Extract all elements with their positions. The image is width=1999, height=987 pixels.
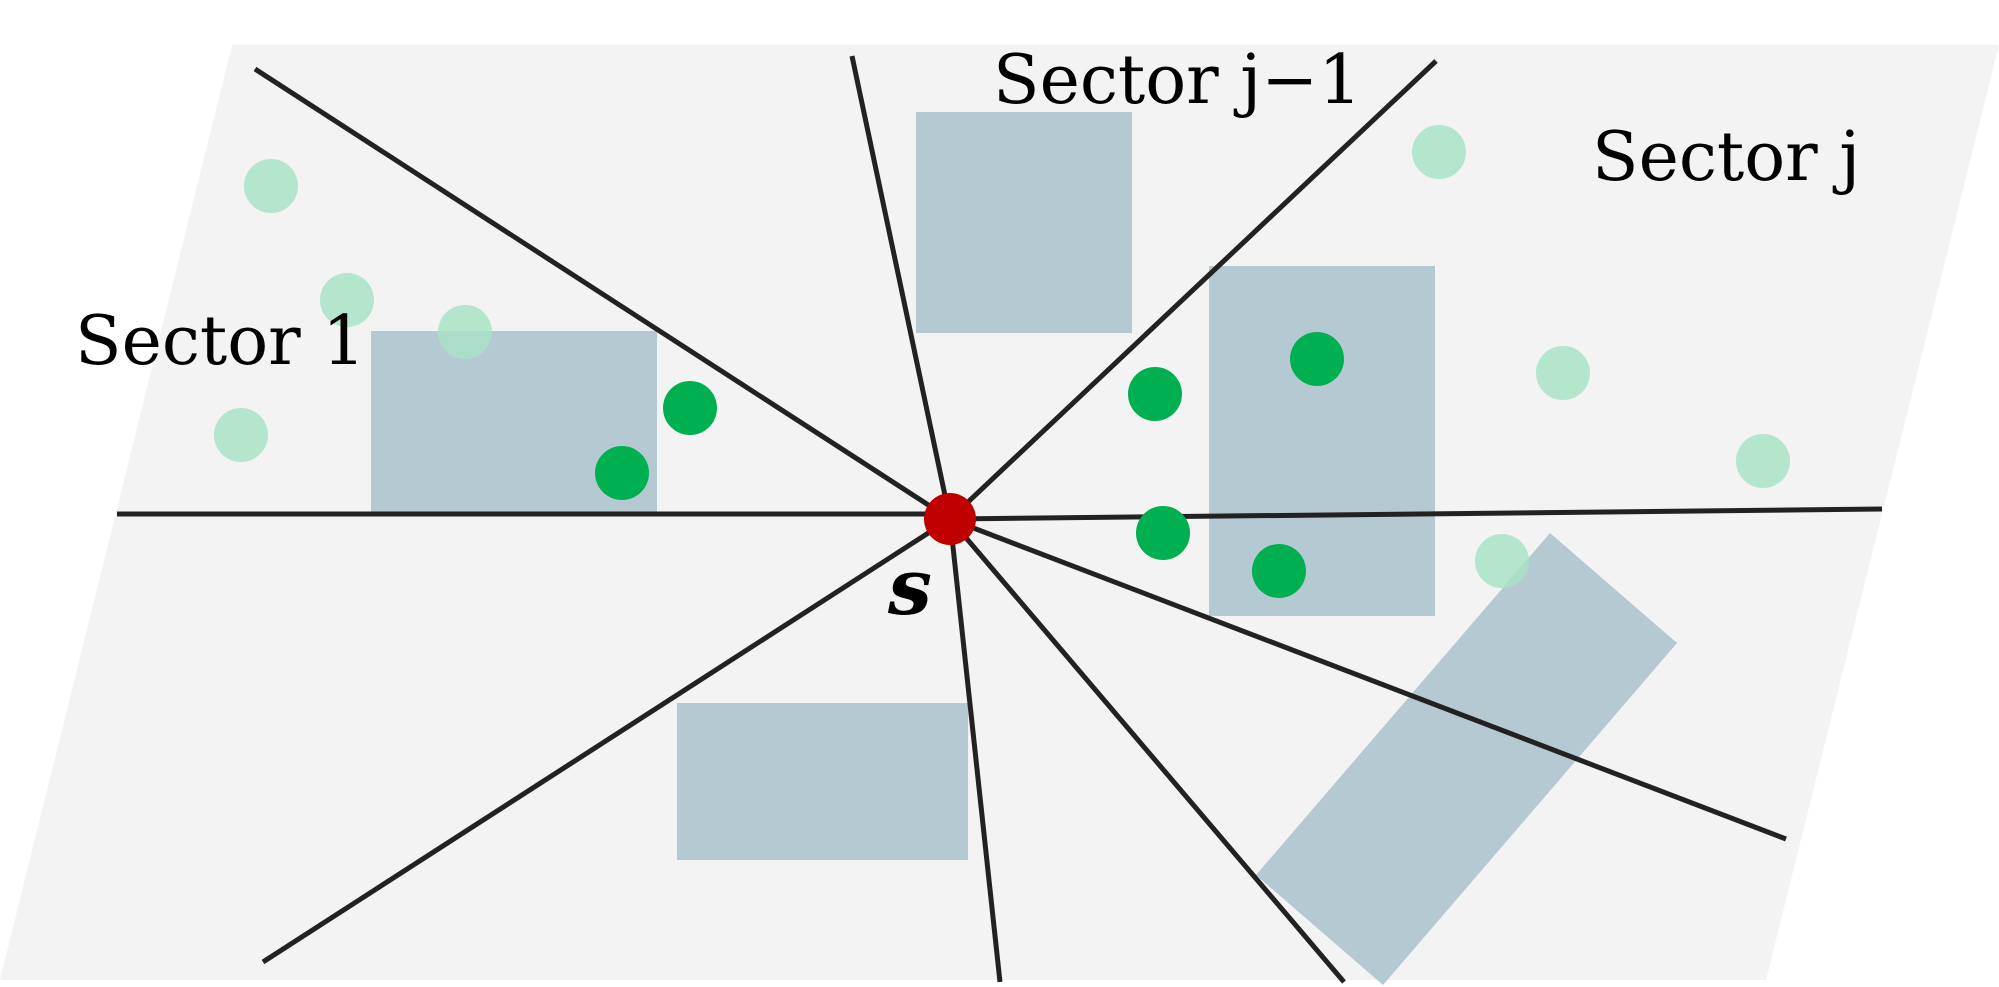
sector-line-upper-left <box>253 66 952 522</box>
far-point <box>438 305 492 359</box>
source-label: s <box>887 542 932 633</box>
obstacle-top <box>916 112 1132 333</box>
obstacle-bottom <box>677 703 968 860</box>
sector-line-upper-right <box>948 59 1438 521</box>
near-point <box>1128 367 1182 421</box>
obstacle-rotated <box>1256 533 1677 985</box>
far-point <box>214 408 268 462</box>
sector-line-lower-mid <box>947 518 1003 983</box>
near-point <box>1252 544 1306 598</box>
sector-j-label: Sector j <box>1592 118 1860 197</box>
far-point <box>1412 125 1466 179</box>
sector-line-lower-right-steep <box>948 517 1346 984</box>
far-point <box>1736 434 1790 488</box>
near-point <box>1136 506 1190 560</box>
far-point <box>244 159 298 213</box>
source-point <box>924 493 976 545</box>
far-points <box>214 125 1790 588</box>
obstacle-right <box>1209 266 1435 616</box>
far-point <box>1536 346 1590 400</box>
obstacles <box>371 112 1677 985</box>
near-point <box>1290 332 1344 386</box>
near-point <box>663 381 717 435</box>
near-points <box>595 332 1344 598</box>
far-point <box>320 273 374 327</box>
sector-line-horizontal-right <box>949 506 1883 522</box>
sector-line-lower-right-shallow <box>949 516 1787 842</box>
sector-line-lower-left <box>261 516 952 965</box>
sector-1-label: Sector 1 <box>75 302 366 381</box>
far-point <box>1475 534 1529 588</box>
near-point <box>595 446 649 500</box>
sector-line-upper-mid <box>849 55 953 520</box>
sector-lines <box>117 55 1883 984</box>
sector-j-minus-1-label: Sector j−1 <box>993 41 1362 120</box>
